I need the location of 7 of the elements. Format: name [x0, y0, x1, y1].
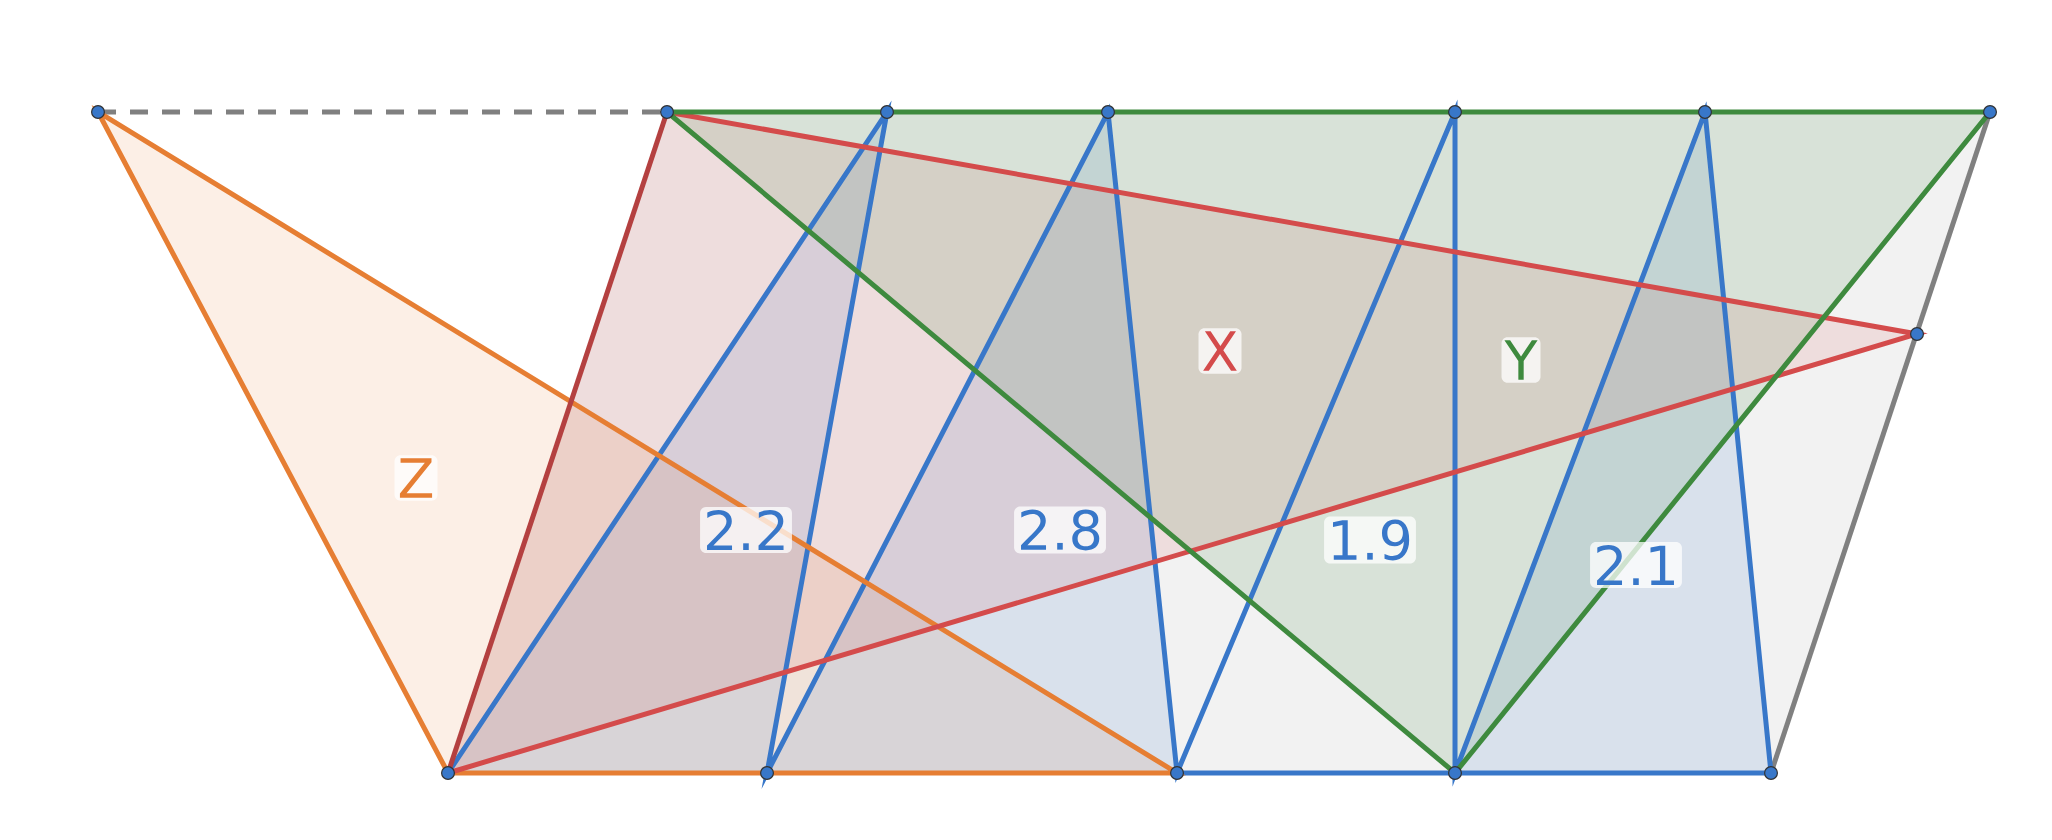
- region-label: Y: [1501, 337, 1541, 383]
- length-label: 1.9: [1324, 516, 1416, 564]
- length-label: 2.1: [1590, 541, 1682, 588]
- region-label: Z: [394, 455, 438, 501]
- length-label: 2.8: [1014, 506, 1106, 554]
- region-label: X: [1198, 328, 1242, 374]
- length-label: 2.2: [700, 506, 792, 554]
